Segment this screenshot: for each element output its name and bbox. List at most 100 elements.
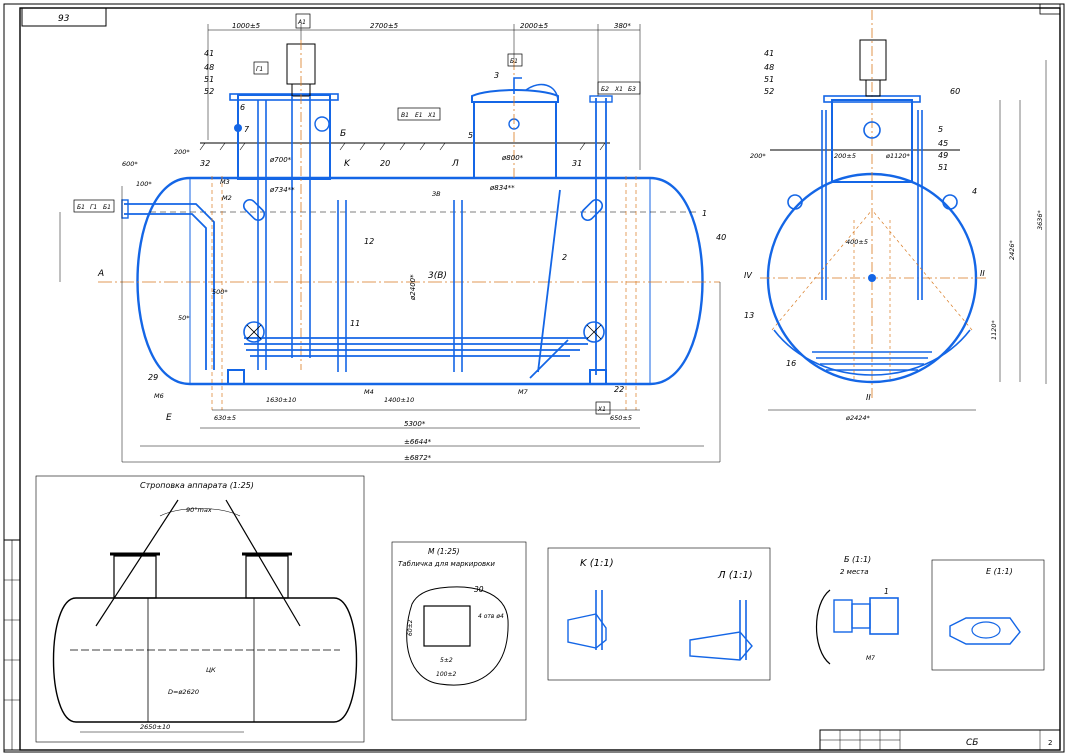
note-m6: М6	[154, 392, 164, 400]
main-vessel-view: 1000±5 2700±5 2000±5 380* 5300* ±6644* ±…	[59, 13, 726, 463]
note-1400: 1400±10	[384, 396, 414, 404]
callout-41: 41	[204, 49, 214, 58]
note-3b: ЗВ	[432, 190, 441, 198]
section-l: Л	[451, 159, 459, 169]
callout-1: 1	[702, 209, 707, 218]
note-600: 600*	[122, 160, 138, 168]
detail-tablet: M (1:25) Табличка для маркировки 30 5±2 …	[391, 541, 527, 721]
callout-3: 3	[494, 71, 499, 80]
side-callout-13: 13	[744, 311, 754, 320]
sling-title: Строповка аппарата (1:25)	[140, 481, 254, 490]
side-dim-7: ø1120*	[885, 152, 911, 160]
tag-3: А1	[297, 19, 306, 26]
dia-0: ø700*	[269, 156, 292, 164]
note-650: 650±5	[610, 414, 632, 422]
corner-code: 93	[58, 14, 70, 24]
overall-dim-0: 5300*	[404, 420, 426, 428]
sheet-mark: 2	[1048, 739, 1052, 747]
tag-5: Б2	[601, 86, 609, 93]
tag-0: Б1	[77, 204, 85, 211]
callout-22: 22	[614, 385, 624, 394]
sling-angle: 90°max	[186, 506, 212, 514]
side-dim-1: ø2424*	[845, 414, 871, 422]
side-dim-5: 400±5	[846, 238, 868, 246]
detail-slinging: Строповка аппарата (1:25) 90°max 2650±10…	[35, 475, 365, 743]
overall-dim-1: ±6644*	[404, 438, 432, 446]
side-callout-48: 48	[764, 63, 774, 72]
callout-52: 52	[204, 87, 214, 96]
tag-4: Б1	[510, 58, 518, 65]
callout-40: 40	[716, 233, 726, 242]
top-dim-3: 380*	[614, 22, 631, 30]
detail-b-callout: 1	[884, 587, 889, 596]
dia-3: ø834**	[489, 184, 515, 192]
detail-b: Б (1:1) 2 места 1 М7	[815, 555, 899, 665]
detail-b-subtitle: 2 места	[840, 568, 868, 576]
sling-label-d: D=ø2620	[168, 688, 199, 696]
tablet-callout: 30	[474, 585, 484, 594]
dia-4: ø2400*	[409, 274, 417, 301]
top-dim-0: 1000±5	[232, 22, 261, 30]
note-100: 100*	[136, 180, 152, 188]
side-callout-41: 41	[764, 49, 774, 58]
callout-51: 51	[204, 75, 214, 84]
section-b: Б	[340, 129, 346, 139]
tag-10: Х1	[427, 112, 436, 119]
callout-12a: 12	[364, 237, 374, 246]
section-e: E	[166, 413, 172, 423]
side-callout-52: 52	[764, 87, 774, 96]
callout-6: 6	[240, 103, 245, 112]
callout-20: 20	[380, 159, 390, 168]
callout-48: 48	[204, 63, 214, 72]
tablet-title: M (1:25)	[428, 547, 460, 556]
title-doc-code: СБ	[966, 738, 978, 748]
side-callout-49: 49	[938, 151, 948, 160]
side-dim-2: 2426*	[1008, 239, 1016, 260]
section-k: K	[344, 159, 351, 169]
side-section-iv: IV	[744, 271, 752, 280]
sling-label-ck: ЦК	[206, 666, 216, 674]
side-section-ii-b: II	[866, 393, 871, 402]
side-callout-4: 4	[972, 187, 977, 196]
sheet-outer-border	[3, 3, 1065, 753]
detail-k-title: K (1:1)	[580, 558, 614, 569]
side-dim-3: 3636*	[1036, 209, 1044, 230]
note-1630: 1630±10	[266, 396, 296, 404]
callout-29: 29	[148, 373, 158, 382]
side-callout-16: 16	[786, 359, 796, 368]
overall-dim-2: ±6872*	[404, 454, 432, 462]
section-3b: 3(B)	[428, 271, 447, 281]
tag-8: В1	[401, 112, 409, 119]
note-m7: М7	[518, 388, 529, 396]
note-50: 50*	[178, 314, 190, 322]
side-vessel-view: 41 48 51 52 60 4 5 45 49 51 13 16 200* ø…	[744, 10, 1047, 422]
side-section-ii-a: II	[980, 269, 985, 278]
tag-1: Г1	[90, 204, 97, 211]
top-dim-1: 2700±5	[370, 22, 399, 30]
side-callout-51: 51	[764, 75, 774, 84]
corner-code-box	[21, 7, 107, 27]
detail-b-title: Б (1:1)	[844, 555, 871, 564]
side-callout-5: 5	[938, 125, 943, 134]
detail-l-title: Л (1:1)	[717, 570, 753, 581]
note-630: 630±5	[214, 414, 236, 422]
tag-6: Х1	[614, 86, 623, 93]
callout-32: 32	[200, 159, 210, 168]
side-dim-0: 200*	[750, 152, 766, 160]
callout-2: 2	[562, 253, 567, 262]
callout-31: 31	[572, 159, 582, 168]
detail-b-note: М7	[866, 655, 875, 662]
dia-1: ø734**	[269, 186, 295, 194]
side-callout-60: 60	[950, 87, 960, 96]
tablet-dim-3: 4 отв ø4	[478, 613, 504, 620]
tablet-dim-1: 100±2	[436, 671, 456, 678]
tag-7: Б3	[628, 86, 636, 93]
side-dim-4: 1120*	[990, 319, 998, 340]
tag-11: Г1	[256, 66, 263, 73]
note-200: 200*	[174, 148, 190, 156]
callout-7: 7	[244, 125, 250, 134]
side-dim-6: 200±5	[834, 152, 856, 160]
note-500: 500*	[212, 288, 228, 296]
tablet-dim-0: 5±2	[440, 657, 453, 664]
